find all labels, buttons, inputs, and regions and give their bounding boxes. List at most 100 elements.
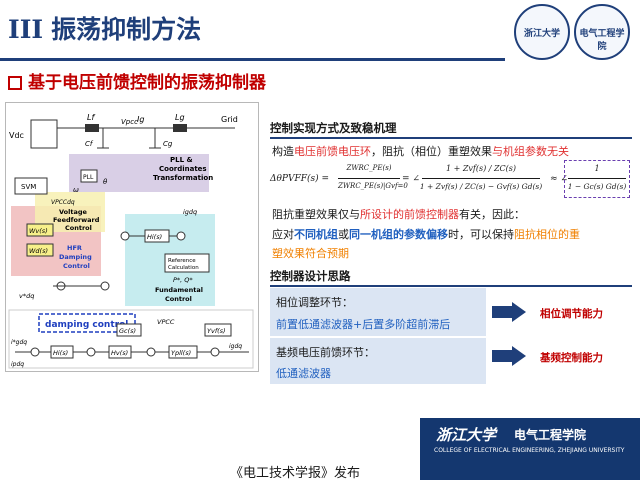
mechanism-line-3-post: 时，可以保持 (448, 228, 514, 241)
lf-inductor (85, 124, 99, 132)
lg-label: Lg (175, 113, 185, 122)
formula-approx: ≈ ∠ (550, 174, 568, 184)
footer-publisher: 《电工技术学报》发布 (230, 466, 361, 481)
mechanism-line-2-pre: 阻抗重塑效果仅与 (272, 208, 360, 221)
pll-block-label: PLL (83, 174, 94, 181)
fundamental-title-2: Control (165, 295, 192, 303)
vpccdq-label: VPCCdq (51, 199, 75, 206)
sum-junction-4 (100, 281, 110, 291)
h2-block (108, 345, 132, 359)
reference-calculation-block (164, 253, 210, 273)
hi-label: Hi(s) (147, 233, 162, 241)
university-logo-text: 浙江大学 (523, 29, 560, 39)
gc-label: Gc(s) (119, 327, 136, 335)
grid-label: Grid (221, 115, 238, 124)
mechanism-line-3-mid: 或 (338, 228, 349, 241)
design-box-fundamental-detail: 低通滤波器 (276, 367, 331, 380)
svm-label: SVM (21, 183, 36, 191)
damping-control-label: damping control (45, 320, 128, 330)
hfr-title-3: Control (63, 262, 90, 270)
formula-angle: = ∠ (402, 174, 420, 184)
converter-switch (30, 119, 58, 149)
design-box-phase (270, 288, 486, 336)
arrow-shaft-2 (492, 350, 512, 362)
formula-den1: ZWRC_PE(s)|Gvf=0 (338, 182, 408, 190)
fundamental-title-1: Fundamental (155, 286, 203, 294)
formula-den2: 1 + Zvf(s) / ZC(s) − Gvf(s) Gd(s) (419, 182, 543, 191)
pll-title-3: Transformation (153, 174, 213, 182)
mechanism-line-1-red2: 与机组参数无关 (492, 145, 569, 158)
theta-label: θ (103, 178, 108, 186)
hfr-title-1: HFR (67, 244, 82, 252)
damping-control-highlight (38, 313, 136, 333)
yvf-block (204, 323, 232, 337)
slide-title-number: III (8, 15, 44, 44)
reference-label: Reference (168, 258, 196, 264)
sum-junction-8 (210, 347, 220, 357)
section-heading: 基于电压前馈控制的振荡抑制器 (8, 68, 266, 93)
gc-block (116, 323, 142, 337)
lg-inductor (173, 124, 187, 132)
formula-bar3 (568, 178, 626, 179)
mechanism-line-1-mid: ，阻抗（相位）重塑效果 (371, 145, 492, 158)
ypll-block (168, 345, 198, 359)
sum-junction-7 (146, 347, 156, 357)
panel-heading-1-rule (270, 137, 632, 139)
design-box-fundamental (270, 338, 486, 384)
panel-heading-2-rule (270, 285, 632, 287)
pll-block (80, 169, 98, 183)
design-box-phase-title: 相位调整环节： (276, 296, 353, 309)
control-block-diagram: Vdc Lf Vpcc Ig Lg Grid Cf Cg SVM PLL & C… (8, 113, 254, 369)
formula-lhs: ΔθPVFF(s) = (270, 174, 330, 184)
footer-college-english: COLLEGE OF ELECTRICAL ENGINEERING, ZHEJI… (434, 447, 625, 454)
mechanism-line-3: 应对不同机组或同一机组的参数偏移时，可以保持阻抗相位的重 (272, 226, 580, 242)
vpcc-label: Vpcc (121, 118, 138, 126)
sum-junction-2 (176, 231, 186, 241)
mechanism-line-3-orange: 阻抗相位的重 (514, 228, 580, 241)
university-logo: 浙江大学 (514, 4, 570, 60)
mechanism-line-1-red: 电压前馈电压环 (294, 145, 371, 158)
pll-title-1: PLL & (170, 156, 193, 164)
design-box-phase-detail: 前置低通滤波器+后置多阶超前滞后 (276, 318, 451, 331)
college-logo-text: 电气工程学院 (579, 29, 625, 52)
cg-label: Cg (163, 140, 173, 148)
section-heading-text: 基于电压前馈控制的振荡抑制器 (28, 73, 266, 93)
ypll-label: Ypll(s) (171, 349, 191, 357)
sum-junction-5 (30, 347, 40, 357)
ipdq-label: ipdq (11, 361, 24, 368)
ig-label: Ig (137, 115, 144, 124)
formula: ΔθPVFF(s) = ZWRC_PE(s) ZWRC_PE(s)|Gvf=0 … (270, 160, 636, 198)
wv-block (26, 223, 54, 237)
small-signal-region (8, 309, 254, 369)
vdq-label: v*dq (19, 292, 34, 300)
mechanism-line-2: 阻抗重塑效果仅与所设计的前馈控制器有关，因此： (272, 206, 525, 222)
omega-label: ω (73, 186, 79, 194)
h1-block (50, 345, 74, 359)
mechanism-line-4: 塑效果符合预期 (272, 247, 349, 260)
h2-label: Hv(s) (111, 349, 128, 357)
vff-title-1: Voltage (59, 208, 88, 216)
design-caption-fundamental: 基频控制能力 (540, 352, 603, 364)
calculation-label: Calculation (168, 265, 199, 271)
wd-label: Wd(s) (29, 247, 48, 255)
formula-num1: ZWRC_PE(s) (346, 164, 392, 172)
igdq-label: igdq (183, 208, 197, 216)
footer-college-name: 电气工程学院 (514, 428, 587, 442)
vff-title-3: Control (65, 224, 92, 232)
hfr-title-2: Damping (59, 253, 92, 261)
title-rule (0, 58, 505, 61)
slide-title-text: 振荡抑制方法 (51, 15, 202, 44)
mechanism-line-2-post: 有关，因此： (459, 208, 525, 221)
sum-junction-1 (120, 231, 130, 241)
yvf-label: Yvf(s) (207, 327, 226, 335)
h1-label: Hi(s) (53, 349, 68, 357)
college-logo: 电气工程学院 (574, 4, 630, 60)
footer-left-panel (0, 418, 420, 480)
design-caption-phase: 相位调节能力 (540, 308, 603, 320)
cf-label: Cf (85, 140, 94, 148)
formula-num3: 1 (594, 164, 600, 173)
vdc-label: Vdc (9, 131, 24, 140)
lf-label: Lf (87, 113, 95, 122)
pq-label: P*, Q* (173, 276, 193, 284)
